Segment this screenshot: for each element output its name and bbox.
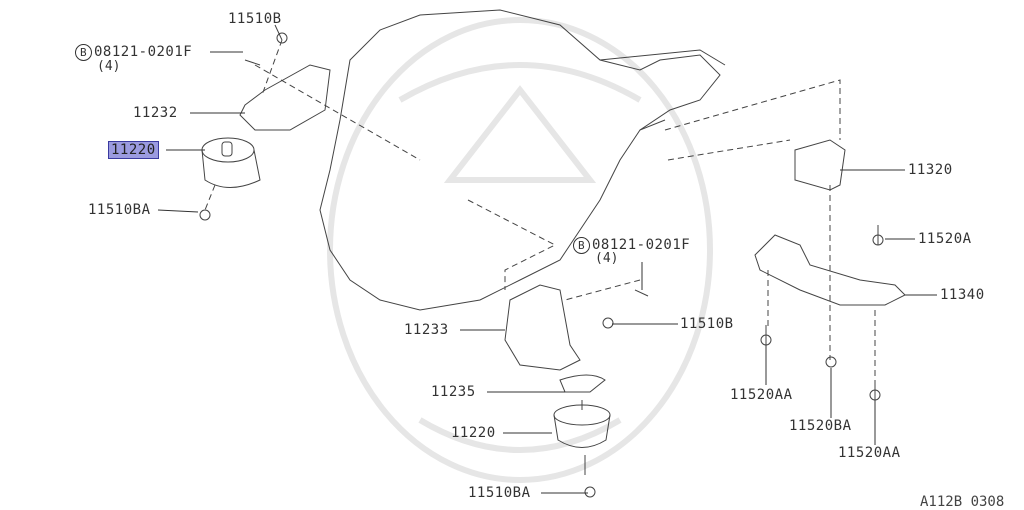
heat-shield-11235 bbox=[559, 374, 606, 393]
guide-lines bbox=[204, 39, 876, 380]
diagram-code: A112B 0308 bbox=[920, 494, 1005, 510]
qty-mid-bolt: (4) bbox=[595, 251, 619, 266]
label-11520aa-right[interactable]: 11520AA bbox=[838, 445, 901, 461]
leader-lines bbox=[157, 51, 937, 494]
mount-11220-left bbox=[201, 137, 261, 188]
label-11510b-top[interactable]: 11510B bbox=[228, 11, 282, 27]
label-11220-right[interactable]: 11220 bbox=[451, 425, 496, 441]
bracket-11233 bbox=[504, 284, 581, 371]
b-code-icon: B bbox=[573, 237, 590, 254]
top-bolt bbox=[244, 24, 283, 66]
crossmember-11340 bbox=[754, 234, 906, 306]
nut-right bbox=[584, 486, 596, 498]
label-11520aa-left[interactable]: 11520AA bbox=[730, 387, 793, 403]
label-11233[interactable]: 11233 bbox=[404, 322, 449, 338]
part-number: 08121-0201F bbox=[94, 44, 193, 60]
label-11510ba-left[interactable]: 11510BA bbox=[88, 202, 151, 218]
rear-mount-11320 bbox=[794, 139, 846, 191]
label-11520ba[interactable]: 11520BA bbox=[789, 418, 852, 434]
b-code-icon: B bbox=[75, 44, 92, 61]
label-11320[interactable]: 11320 bbox=[908, 162, 953, 178]
bracket-11232 bbox=[239, 64, 331, 131]
label-11232[interactable]: 11232 bbox=[133, 105, 178, 121]
nut-left bbox=[199, 209, 211, 221]
qty-top-bolt: (4) bbox=[97, 59, 121, 74]
engine-outline bbox=[319, 9, 721, 311]
label-11220-highlighted[interactable]: 11220 bbox=[108, 141, 159, 159]
part-number: 08121-0201F bbox=[592, 237, 691, 253]
mount-11220-right bbox=[553, 400, 611, 475]
label-11510b-mid[interactable]: 11510B bbox=[680, 316, 734, 332]
label-11520a[interactable]: 11520A bbox=[918, 231, 972, 247]
label-11235[interactable]: 11235 bbox=[431, 384, 476, 400]
label-11340[interactable]: 11340 bbox=[940, 287, 985, 303]
label-11510ba-right[interactable]: 11510BA bbox=[468, 485, 531, 501]
